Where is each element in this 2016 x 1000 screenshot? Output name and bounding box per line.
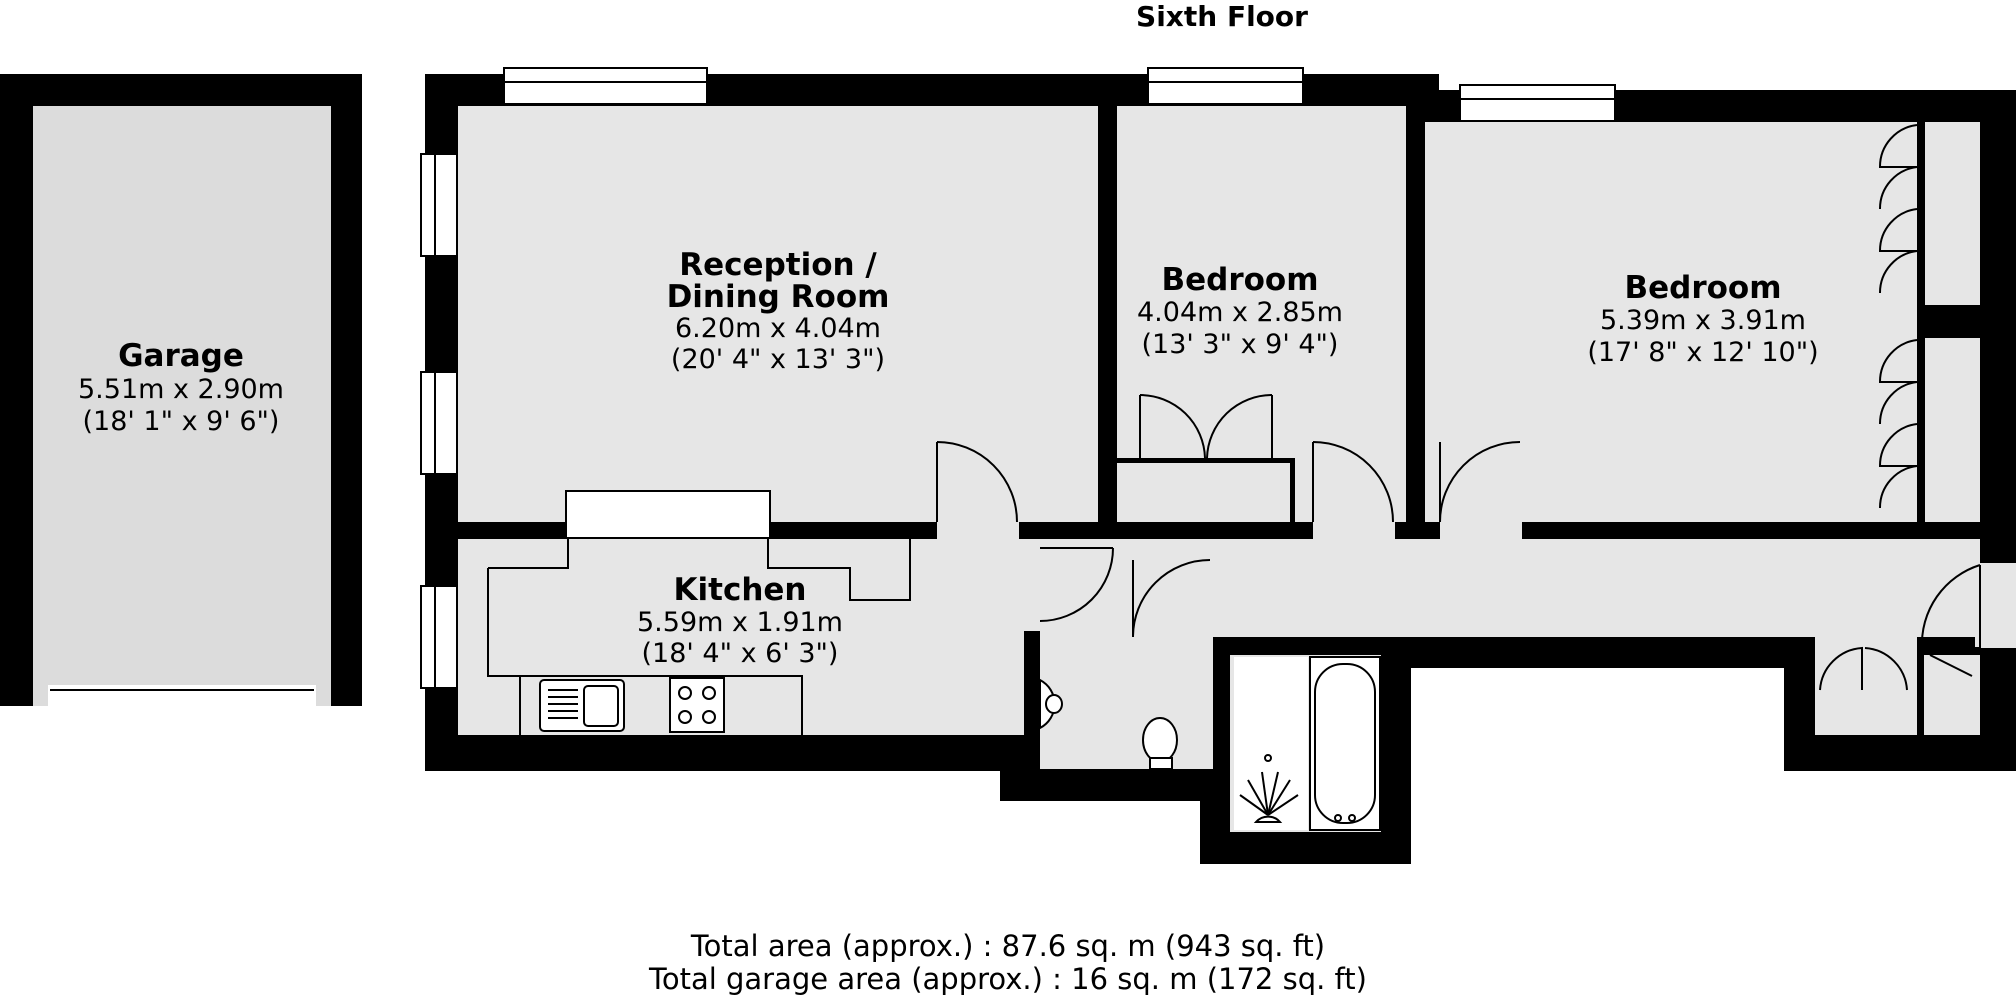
interior-walls — [458, 106, 1980, 771]
total-garage-area: Total garage area (approx.) : 16 sq. m (… — [648, 962, 1367, 996]
kitchen-name: Kitchen — [673, 572, 806, 608]
reception-dim-ft: (20' 4" x 13' 3") — [671, 344, 885, 375]
exterior-cutouts — [425, 668, 1784, 871]
reception-floor — [458, 106, 1098, 522]
bedroom-middle-dim-m: 4.04m x 2.85m — [1137, 297, 1343, 328]
floor-title: Sixth Floor — [1136, 0, 1308, 33]
kitchen-hood — [565, 490, 771, 539]
reception-name-line2: Dining Room — [667, 279, 890, 315]
window-reception-side-2 — [420, 371, 458, 475]
bedroom-middle-name: Bedroom — [1161, 262, 1318, 298]
shower-tray-drain — [1253, 815, 1283, 823]
window-bedroom-right — [1459, 84, 1616, 122]
hall-cupboard-small — [1924, 655, 1980, 735]
bedroom-middle-floor — [1117, 106, 1406, 522]
wardrobe-top — [1925, 125, 1980, 305]
cupboard-door-small — [1929, 654, 1973, 677]
reception-dim-m: 6.20m x 4.04m — [675, 313, 881, 344]
bedroom-right-dim-ft: (17' 8" x 12' 10") — [1587, 337, 1818, 368]
window-kitchen — [420, 585, 458, 689]
doors — [936, 124, 1981, 691]
bedroom-right-dim-m: 5.39m x 3.91m — [1600, 305, 1806, 336]
garage-dim-m: 5.51m x 2.90m — [78, 374, 284, 405]
bedroom-right-name: Bedroom — [1624, 270, 1781, 306]
kitchen-hob — [669, 677, 725, 733]
hall-cupboard — [1815, 637, 1917, 735]
garage — [0, 74, 362, 706]
kitchen-fittings — [487, 490, 911, 739]
garage-door-opening — [48, 685, 316, 706]
bedroom-right-floor — [1425, 122, 1980, 522]
window-bedroom-middle — [1147, 67, 1304, 105]
kitchen-dim-m: 5.59m x 1.91m — [637, 607, 843, 638]
garage-dim-ft: (18' 1" x 9' 6") — [83, 406, 280, 437]
garage-name: Garage — [118, 338, 244, 374]
garage-floor — [33, 106, 331, 706]
bedroom-middle-dim-ft: (13' 3" x 9' 4") — [1142, 329, 1339, 360]
wardrobe-door-r2 — [1878, 339, 1918, 383]
wardrobe-door-r1 — [1878, 124, 1918, 168]
door-openings — [937, 520, 2016, 657]
reception-name-line1: Reception / — [679, 247, 877, 283]
bathroom-fixtures — [1039, 656, 1381, 831]
windows — [420, 67, 1616, 689]
wc-toilet — [1142, 717, 1178, 763]
kitchen-dim-ft: (18' 4" x 6' 3") — [642, 638, 839, 669]
room-floors — [458, 106, 1980, 832]
cupboard-door-left — [1819, 646, 1863, 691]
wardrobe-bottom — [1925, 338, 1980, 522]
window-reception-top — [503, 67, 708, 105]
total-area: Total area (approx.) : 87.6 sq. m (943 s… — [690, 929, 1325, 963]
window-reception-side-1 — [420, 153, 458, 257]
